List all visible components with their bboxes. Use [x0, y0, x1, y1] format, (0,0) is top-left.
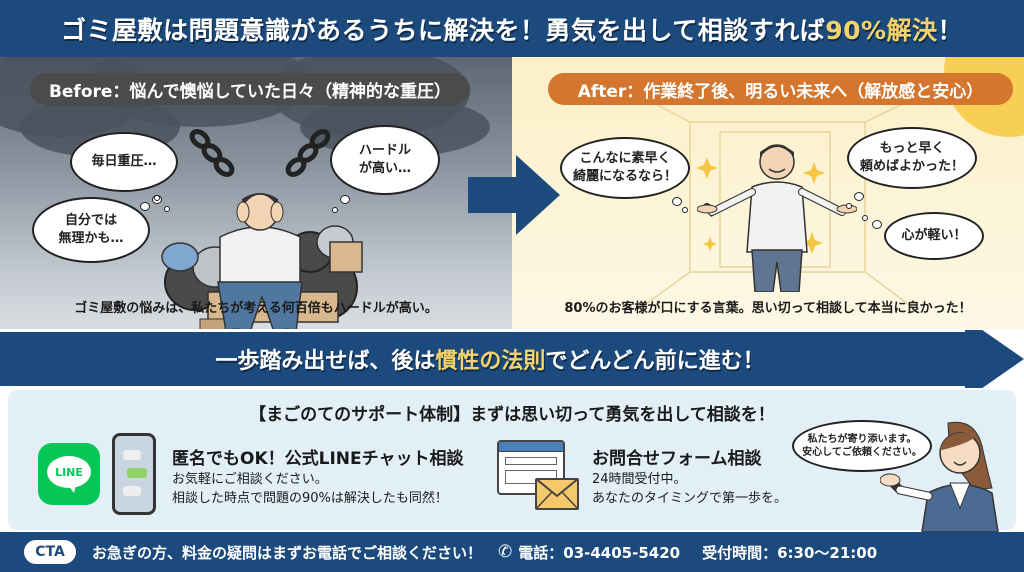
title-main: ゴミ屋敷は問題意識があるうちに解決を！勇気を出して相談すれば: [60, 15, 826, 45]
footer-message: お急ぎの方、料金の疑問はまずお電話でご相談ください！: [92, 543, 483, 562]
title-highlight: 90%解決: [825, 15, 938, 45]
business-hours: 受付時間：6:30〜21:00: [702, 543, 878, 562]
thought-dot: [846, 203, 852, 209]
title-end: ！: [937, 15, 964, 45]
line-desc-1: お気軽にご相談ください。: [172, 472, 328, 487]
phone-icon: ✆: [498, 542, 513, 562]
banner-arrow: [0, 330, 1024, 388]
worried-man-illustration: [161, 193, 363, 329]
thought-bubble: こんなに素早く 綺麗になるなら！: [560, 137, 690, 199]
header-banner: ゴミ屋敷は問題意識があるうちに解決を！勇気を出して相談すれば90%解決！: [0, 0, 1024, 57]
before-caption: ゴミ屋敷の悩みは、私たちが考える何百倍もハードルが高い。: [74, 301, 438, 316]
line-bubble-tail: [68, 485, 76, 493]
right-arrow-icon: [468, 155, 560, 235]
line-app-icon[interactable]: LINE: [38, 443, 100, 505]
staff-speech-bubble: 私たちが寄り添います。 安心してご依頼ください。: [792, 420, 932, 472]
thought-bubble: 自分では 無理かも…: [32, 197, 150, 263]
line-desc-2: 相談した時点で問題の90%は解決したも同然！: [172, 490, 448, 506]
thought-bubble: もっと早く 頼めばよかった！: [847, 127, 977, 189]
after-caption: 80%のお客様が口にする言葉。思い切って相談して本当に良かった！: [564, 301, 972, 316]
thought-bubble: 心が軽い！: [884, 212, 984, 260]
thought-dot: [672, 197, 682, 206]
thought-dot: [872, 220, 882, 229]
line-consult-desc: お気軽にご相談ください。 相談した時点で問題の90%は解決したも同然！: [172, 471, 448, 509]
form-desc-1: 24時間受付中。: [592, 472, 687, 487]
cta-badge[interactable]: CTA: [24, 540, 76, 564]
form-consult-title: お問合せフォーム相談: [590, 449, 764, 469]
page-title: ゴミ屋敷は問題意識があるうちに解決を！勇気を出して相談すれば90%解決！: [61, 11, 963, 47]
thought-dot: [340, 195, 350, 204]
thought-dot: [854, 192, 864, 201]
happy-man-illustration: [697, 144, 857, 292]
before-panel: Before：悩んで懊悩していた日々（精神的な重圧） 毎日重: [0, 57, 512, 329]
thought-dot: [682, 207, 688, 213]
form-desc-2: あなたのタイミングで第一歩を。: [592, 490, 788, 506]
thought-dot: [154, 195, 160, 201]
before-label: Before：悩んで懊悩していた日々（精神的な重圧）: [30, 73, 470, 105]
banner-highlight: 慣性の法則: [435, 349, 546, 374]
line-consult-title: 匿名でもOK！公式LINEチャット相談: [170, 449, 466, 469]
line-icon-label: LINE: [47, 456, 91, 488]
smartphone-icon: [112, 433, 156, 515]
envelope-icon: [535, 478, 579, 510]
thought-dot: [862, 215, 868, 221]
support-title: 【まごのてのサポート体制】まずは思い切って勇気を出して相談を！: [249, 405, 775, 425]
thought-bubble: ハードル が高い…: [330, 125, 440, 195]
thought-dot: [332, 207, 338, 213]
thought-dot: [164, 206, 170, 212]
thought-bubble: 毎日重圧…: [70, 132, 178, 192]
banner-text-after: でどんどん前に進む！: [545, 349, 765, 374]
thought-dot: [140, 202, 150, 211]
staff-woman-illustration: [880, 421, 999, 532]
banner-text-before: 一歩踏み出せば、後は: [215, 349, 436, 374]
chain-icon: [189, 129, 331, 177]
phone-number-link[interactable]: 電話：03-4405-5420: [518, 543, 681, 562]
after-panel: After：作業終了後、明るい未来へ（解放感と安心） こんなに素早く 綺麗になる…: [512, 57, 1024, 329]
footer-cta-bar: CTA お急ぎの方、料金の疑問はまずお電話でご相談ください！ ✆ 電話：03-4…: [0, 532, 1024, 572]
banner-message: 一歩踏み出せば、後は慣性の法則でどんどん前に進む！: [0, 330, 980, 388]
form-consult-desc: 24時間受付中。 あなたのタイミングで第一歩を。: [592, 471, 787, 509]
after-label: After：作業終了後、明るい未来へ（解放感と安心）: [548, 73, 1013, 105]
